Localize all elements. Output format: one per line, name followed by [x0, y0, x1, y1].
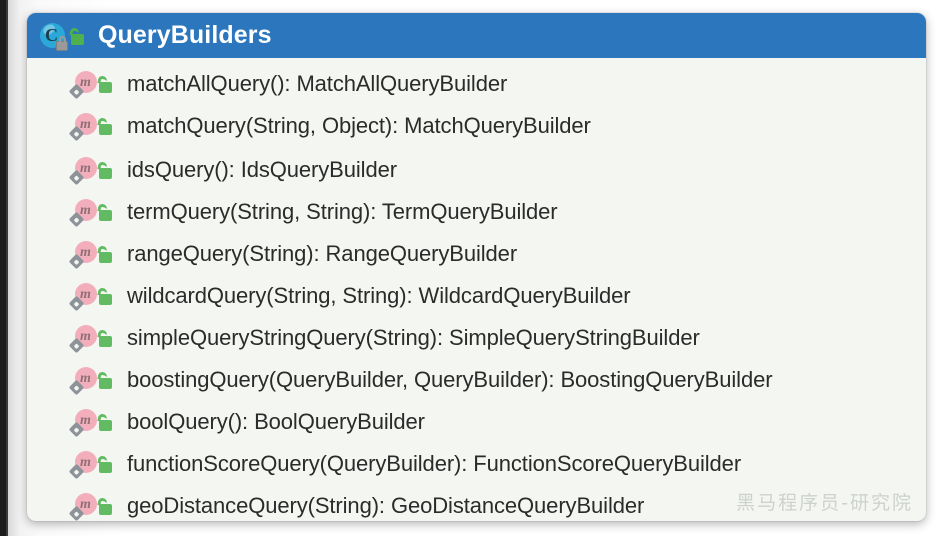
method-icon-letter: m	[80, 75, 91, 90]
method-icon-letter: m	[80, 413, 91, 428]
page-title: QueryBuilders	[98, 21, 272, 49]
member-signature: matchAllQuery(): MatchAllQueryBuilder	[127, 71, 508, 96]
list-item[interactable]: m functionScoreQuery(QueryBuilder): Func…	[27, 443, 926, 485]
member-signature: simpleQueryStringQuery(String): SimpleQu…	[127, 325, 700, 350]
public-unlock-icon	[69, 26, 87, 46]
method-icon-letter: m	[80, 455, 91, 470]
public-unlock-icon	[97, 202, 115, 222]
member-signature: boostingQuery(QueryBuilder, QueryBuilder…	[127, 367, 773, 392]
unlock-body	[99, 124, 112, 135]
list-item[interactable]: m matchQuery(String, Object): MatchQuery…	[27, 105, 926, 147]
unlock-body	[99, 210, 112, 221]
method-icon-letter: m	[80, 203, 91, 218]
list-item[interactable]: m boolQuery(): BoolQueryBuilder	[27, 401, 926, 443]
class-icon-letter: C	[45, 24, 58, 45]
unlock-body	[99, 252, 112, 263]
public-unlock-icon	[97, 328, 115, 348]
method-icon: m	[68, 283, 97, 312]
member-signature: rangeQuery(String): RangeQueryBuilder	[127, 241, 518, 266]
method-icon: m	[68, 199, 97, 228]
unlock-body	[99, 168, 112, 179]
member-signature: termQuery(String, String): TermQueryBuil…	[127, 199, 558, 224]
public-unlock-icon	[97, 496, 115, 516]
method-icon-letter: m	[80, 287, 91, 302]
method-icon: m	[68, 71, 97, 100]
method-icon: m	[68, 367, 97, 396]
member-signature: boolQuery(): BoolQueryBuilder	[127, 409, 425, 434]
public-unlock-icon	[97, 412, 115, 432]
class-icon: C	[39, 21, 69, 51]
unlock-body	[99, 294, 112, 305]
unlock-body	[99, 420, 112, 431]
public-unlock-icon	[97, 244, 115, 264]
unlock-body	[99, 462, 112, 473]
method-icon: m	[68, 409, 97, 438]
list-item[interactable]: m wildcardQuery(String, String): Wildcar…	[27, 275, 926, 317]
list-item[interactable]: m idsQuery(): IdsQueryBuilder	[27, 149, 926, 191]
list-item[interactable]: m simpleQueryStringQuery(String): Simple…	[27, 317, 926, 359]
member-signature: matchQuery(String, Object): MatchQueryBu…	[127, 113, 591, 138]
method-icon: m	[68, 451, 97, 480]
list-item[interactable]: m matchAllQuery(): MatchAllQueryBuilder	[27, 63, 926, 105]
popup-header: C QueryBuilders	[27, 13, 926, 58]
member-signature: geoDistanceQuery(String): GeoDistanceQue…	[127, 493, 645, 518]
list-item[interactable]: m boostingQuery(QueryBuilder, QueryBuild…	[27, 359, 926, 401]
public-unlock-icon	[97, 160, 115, 180]
method-icon-letter: m	[80, 497, 91, 512]
method-icon: m	[68, 493, 97, 521]
class-structure-popup: C QueryBuilders m matchAllQ	[27, 13, 926, 521]
method-icon-letter: m	[80, 117, 91, 132]
method-icon: m	[68, 157, 97, 186]
unlock-body	[71, 33, 84, 45]
method-icon: m	[68, 325, 97, 354]
method-icon-letter: m	[80, 329, 91, 344]
public-unlock-icon	[97, 116, 115, 136]
public-unlock-icon	[97, 370, 115, 390]
public-unlock-icon	[97, 454, 115, 474]
list-item[interactable]: m geoDistanceQuery(String): GeoDistanceQ…	[27, 485, 926, 521]
method-icon: m	[68, 241, 97, 270]
member-list[interactable]: m matchAllQuery(): MatchAllQueryBuilder …	[27, 58, 926, 521]
unlock-body	[99, 378, 112, 389]
method-icon-letter: m	[80, 245, 91, 260]
list-item[interactable]: m rangeQuery(String): RangeQueryBuilder	[27, 233, 926, 275]
public-unlock-icon	[97, 286, 115, 306]
unlock-body	[99, 82, 112, 93]
list-item[interactable]: m termQuery(String, String): TermQueryBu…	[27, 191, 926, 233]
method-icon-letter: m	[80, 371, 91, 386]
unlock-body	[99, 336, 112, 347]
class-icon-padlock	[56, 35, 68, 51]
method-icon: m	[68, 113, 97, 142]
unlock-body	[99, 504, 112, 515]
method-icon-letter: m	[80, 161, 91, 176]
member-signature: idsQuery(): IdsQueryBuilder	[127, 157, 397, 182]
member-signature: functionScoreQuery(QueryBuilder): Functi…	[127, 451, 742, 476]
public-unlock-icon	[97, 74, 115, 94]
member-signature: wildcardQuery(String, String): WildcardQ…	[127, 283, 631, 308]
